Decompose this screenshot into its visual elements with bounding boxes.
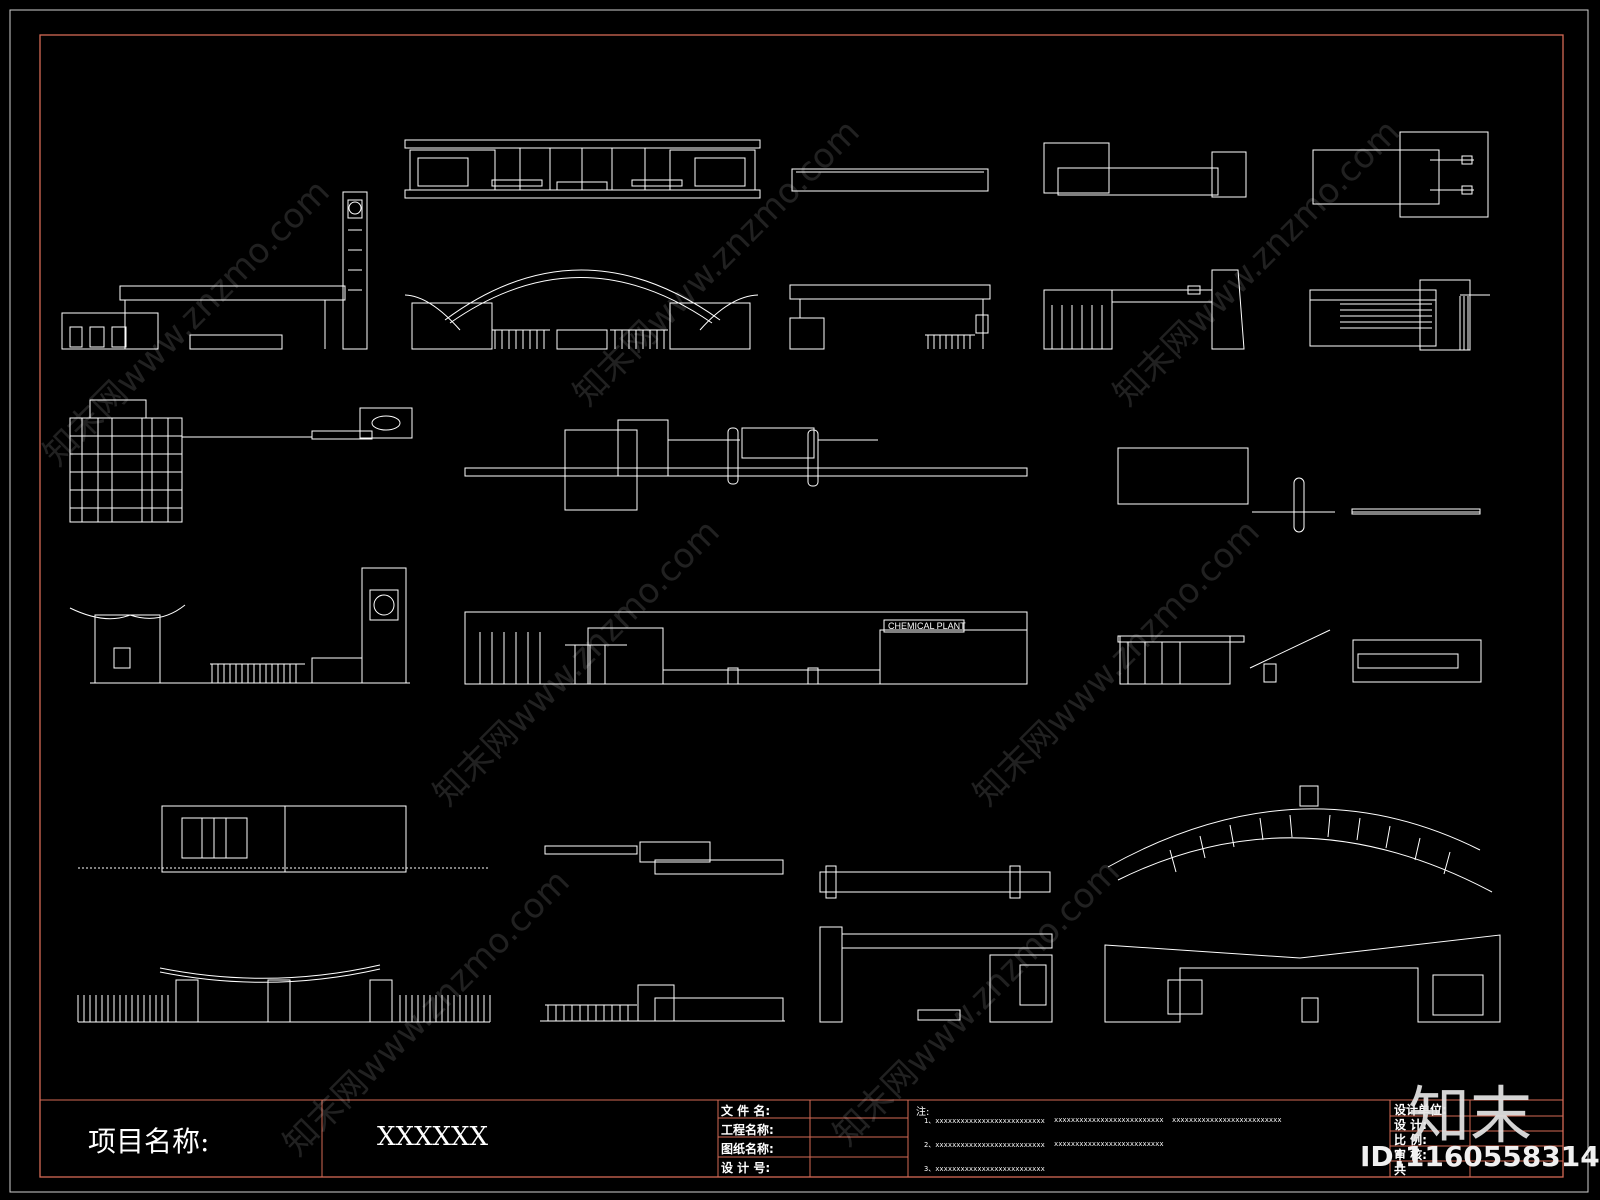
elevation-school-gate — [1043, 269, 1245, 350]
field-drawing-name: 图纸名称: — [721, 1142, 774, 1156]
field-design-unit: 设计单位: — [1394, 1103, 1447, 1117]
plan-gate-1 — [404, 139, 761, 199]
elevation-canopy-gate — [789, 284, 991, 350]
note-line: xxxxxxxxxxxxxxxxxxxxxxxxxx — [1054, 1116, 1164, 1124]
elevation-barrier-set — [1117, 629, 1482, 685]
elevation-low-gate — [540, 984, 785, 1022]
plan-gate-2 — [791, 168, 989, 192]
elevation-curved-roof-gate — [69, 567, 410, 684]
note-line: 2、xxxxxxxxxxxxxxxxxxxxxxxxxx — [924, 1141, 1045, 1149]
note-line: xxxxxxxxxxxxxxxxxxxxxxxxxx — [1054, 1140, 1164, 1148]
chemical-plant-label: CHEMICAL PLANT — [888, 621, 966, 631]
plan-building-grid — [69, 399, 413, 523]
project-name-value: XXXXXX — [377, 1122, 489, 1152]
plan-arc-canopy — [1107, 785, 1493, 893]
field-file-name: 文 件 名: — [721, 1104, 771, 1118]
plan-long-gate — [464, 419, 1028, 511]
drawing-frame — [39, 34, 1564, 1178]
elevation-gate-tower — [61, 191, 368, 350]
plan-sliding-gate — [544, 841, 784, 875]
elevation-building-gate — [1309, 279, 1490, 351]
plan-guardhouse — [78, 805, 490, 873]
elevation-tower-gate — [819, 926, 1053, 1023]
field-designer: 设 计: — [1394, 1118, 1427, 1132]
plan-gate-3 — [1043, 142, 1247, 198]
elevation-modern-gate — [1104, 934, 1501, 1023]
plan-gate-4 — [1312, 131, 1489, 218]
plan-small-set — [1117, 447, 1481, 533]
watermark-logo: 知末 — [1408, 1079, 1533, 1152]
field-review: 审 核: — [1394, 1148, 1427, 1162]
field-total: 共 — [1394, 1163, 1407, 1177]
elevation-arch-gate — [404, 269, 759, 350]
field-design-number: 设 计 号: — [721, 1161, 771, 1175]
watermark-id: ID:1160558314 — [1360, 1140, 1600, 1173]
note-line: 1、xxxxxxxxxxxxxxxxxxxxxxxxxx — [924, 1117, 1045, 1125]
plan-long-wall — [819, 865, 1051, 899]
title-block — [40, 1099, 1563, 1177]
elevation-chemical-plant — [464, 611, 1028, 685]
field-scale: 比 例: — [1394, 1133, 1427, 1147]
notes-title: 注: — [916, 1107, 930, 1118]
field-project-name: 工程名称: — [721, 1123, 774, 1137]
note-line: 3、xxxxxxxxxxxxxxxxxxxxxxxxxx — [924, 1165, 1045, 1173]
note-line: xxxxxxxxxxxxxxxxxxxxxxxxxx — [1172, 1116, 1282, 1124]
outer-border — [9, 9, 1589, 1193]
project-name-label: 项目名称: — [88, 1125, 210, 1158]
elevation-wave-gate — [77, 964, 491, 1023]
